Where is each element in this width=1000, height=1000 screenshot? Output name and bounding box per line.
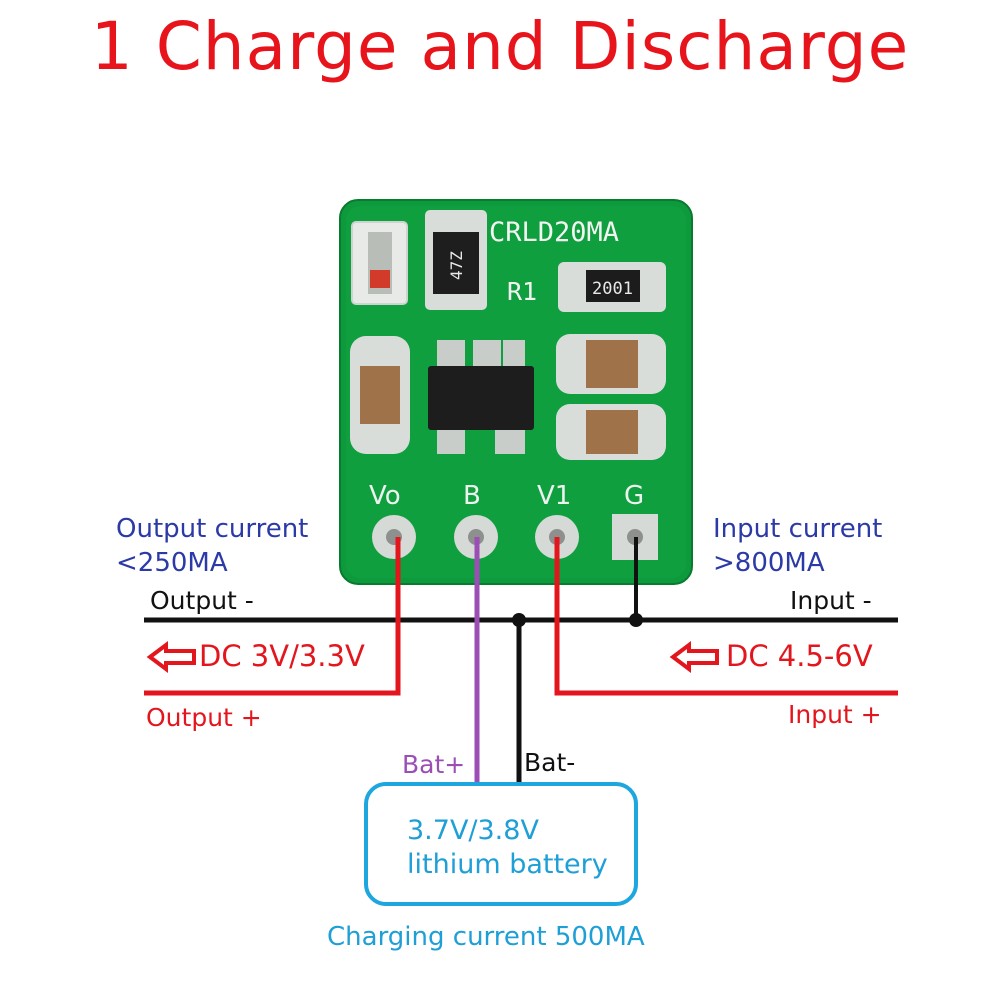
wires (144, 537, 898, 782)
inductor-component: 47Z (425, 210, 487, 310)
input-current-line1: Input current (713, 514, 883, 544)
battery-voltage-text: 3.7V/3.8V (407, 815, 539, 846)
input-current-label: Input current >800MA (713, 512, 882, 580)
input-voltage-label: DC 4.5-6V (726, 639, 873, 673)
pin-label-g: G (624, 481, 644, 511)
resistor-label-text: R1 (507, 277, 537, 306)
pin-label-vo: Vo (369, 481, 401, 511)
pcb-module: 47Z CRLD20MA R1 2001 (339, 199, 693, 585)
input-current-line2: >800MA (713, 548, 825, 578)
ic-chip (428, 340, 534, 454)
output-current-label: Output current <250MA (116, 512, 308, 580)
input-plus-label: Input + (788, 700, 882, 729)
output-minus-label: Output - (150, 586, 254, 615)
output-current-line1: Output current (116, 514, 309, 544)
led-component (351, 221, 408, 305)
input-minus-label: Input - (790, 586, 872, 615)
input-arrow-icon (669, 641, 719, 673)
battery-type-text: lithium battery (407, 849, 608, 880)
bat-minus-label: Bat- (524, 748, 576, 777)
charging-current-label: Charging current 500MA (327, 922, 645, 952)
junction-dot-bat (512, 613, 526, 627)
battery-label: 3.7V/3.8V lithium battery (407, 814, 608, 882)
pin-label-v1: V1 (537, 481, 571, 511)
output-voltage-label: DC 3V/3.3V (199, 639, 365, 673)
battery-box (364, 782, 638, 906)
output-current-line2: <250MA (116, 548, 228, 578)
inductor-code-text: 47Z (447, 251, 466, 280)
junction-dot-g (629, 613, 643, 627)
resistor-component: 2001 (558, 262, 666, 312)
output-plus-label: Output + (146, 703, 262, 732)
resistor-code-text: 2001 (592, 279, 633, 299)
pin-label-b: B (463, 481, 481, 511)
diagram-title: 1 Charge and Discharge (90, 8, 910, 85)
capacitor-left (350, 336, 410, 454)
bat-plus-label: Bat+ (402, 750, 466, 779)
input-plus-wire (554, 537, 898, 696)
model-label-text: CRLD20MA (489, 217, 619, 248)
capacitor-right-bottom (556, 404, 666, 460)
capacitor-right-top (556, 334, 666, 394)
output-plus-wire (144, 537, 401, 696)
output-arrow-icon (146, 641, 196, 673)
